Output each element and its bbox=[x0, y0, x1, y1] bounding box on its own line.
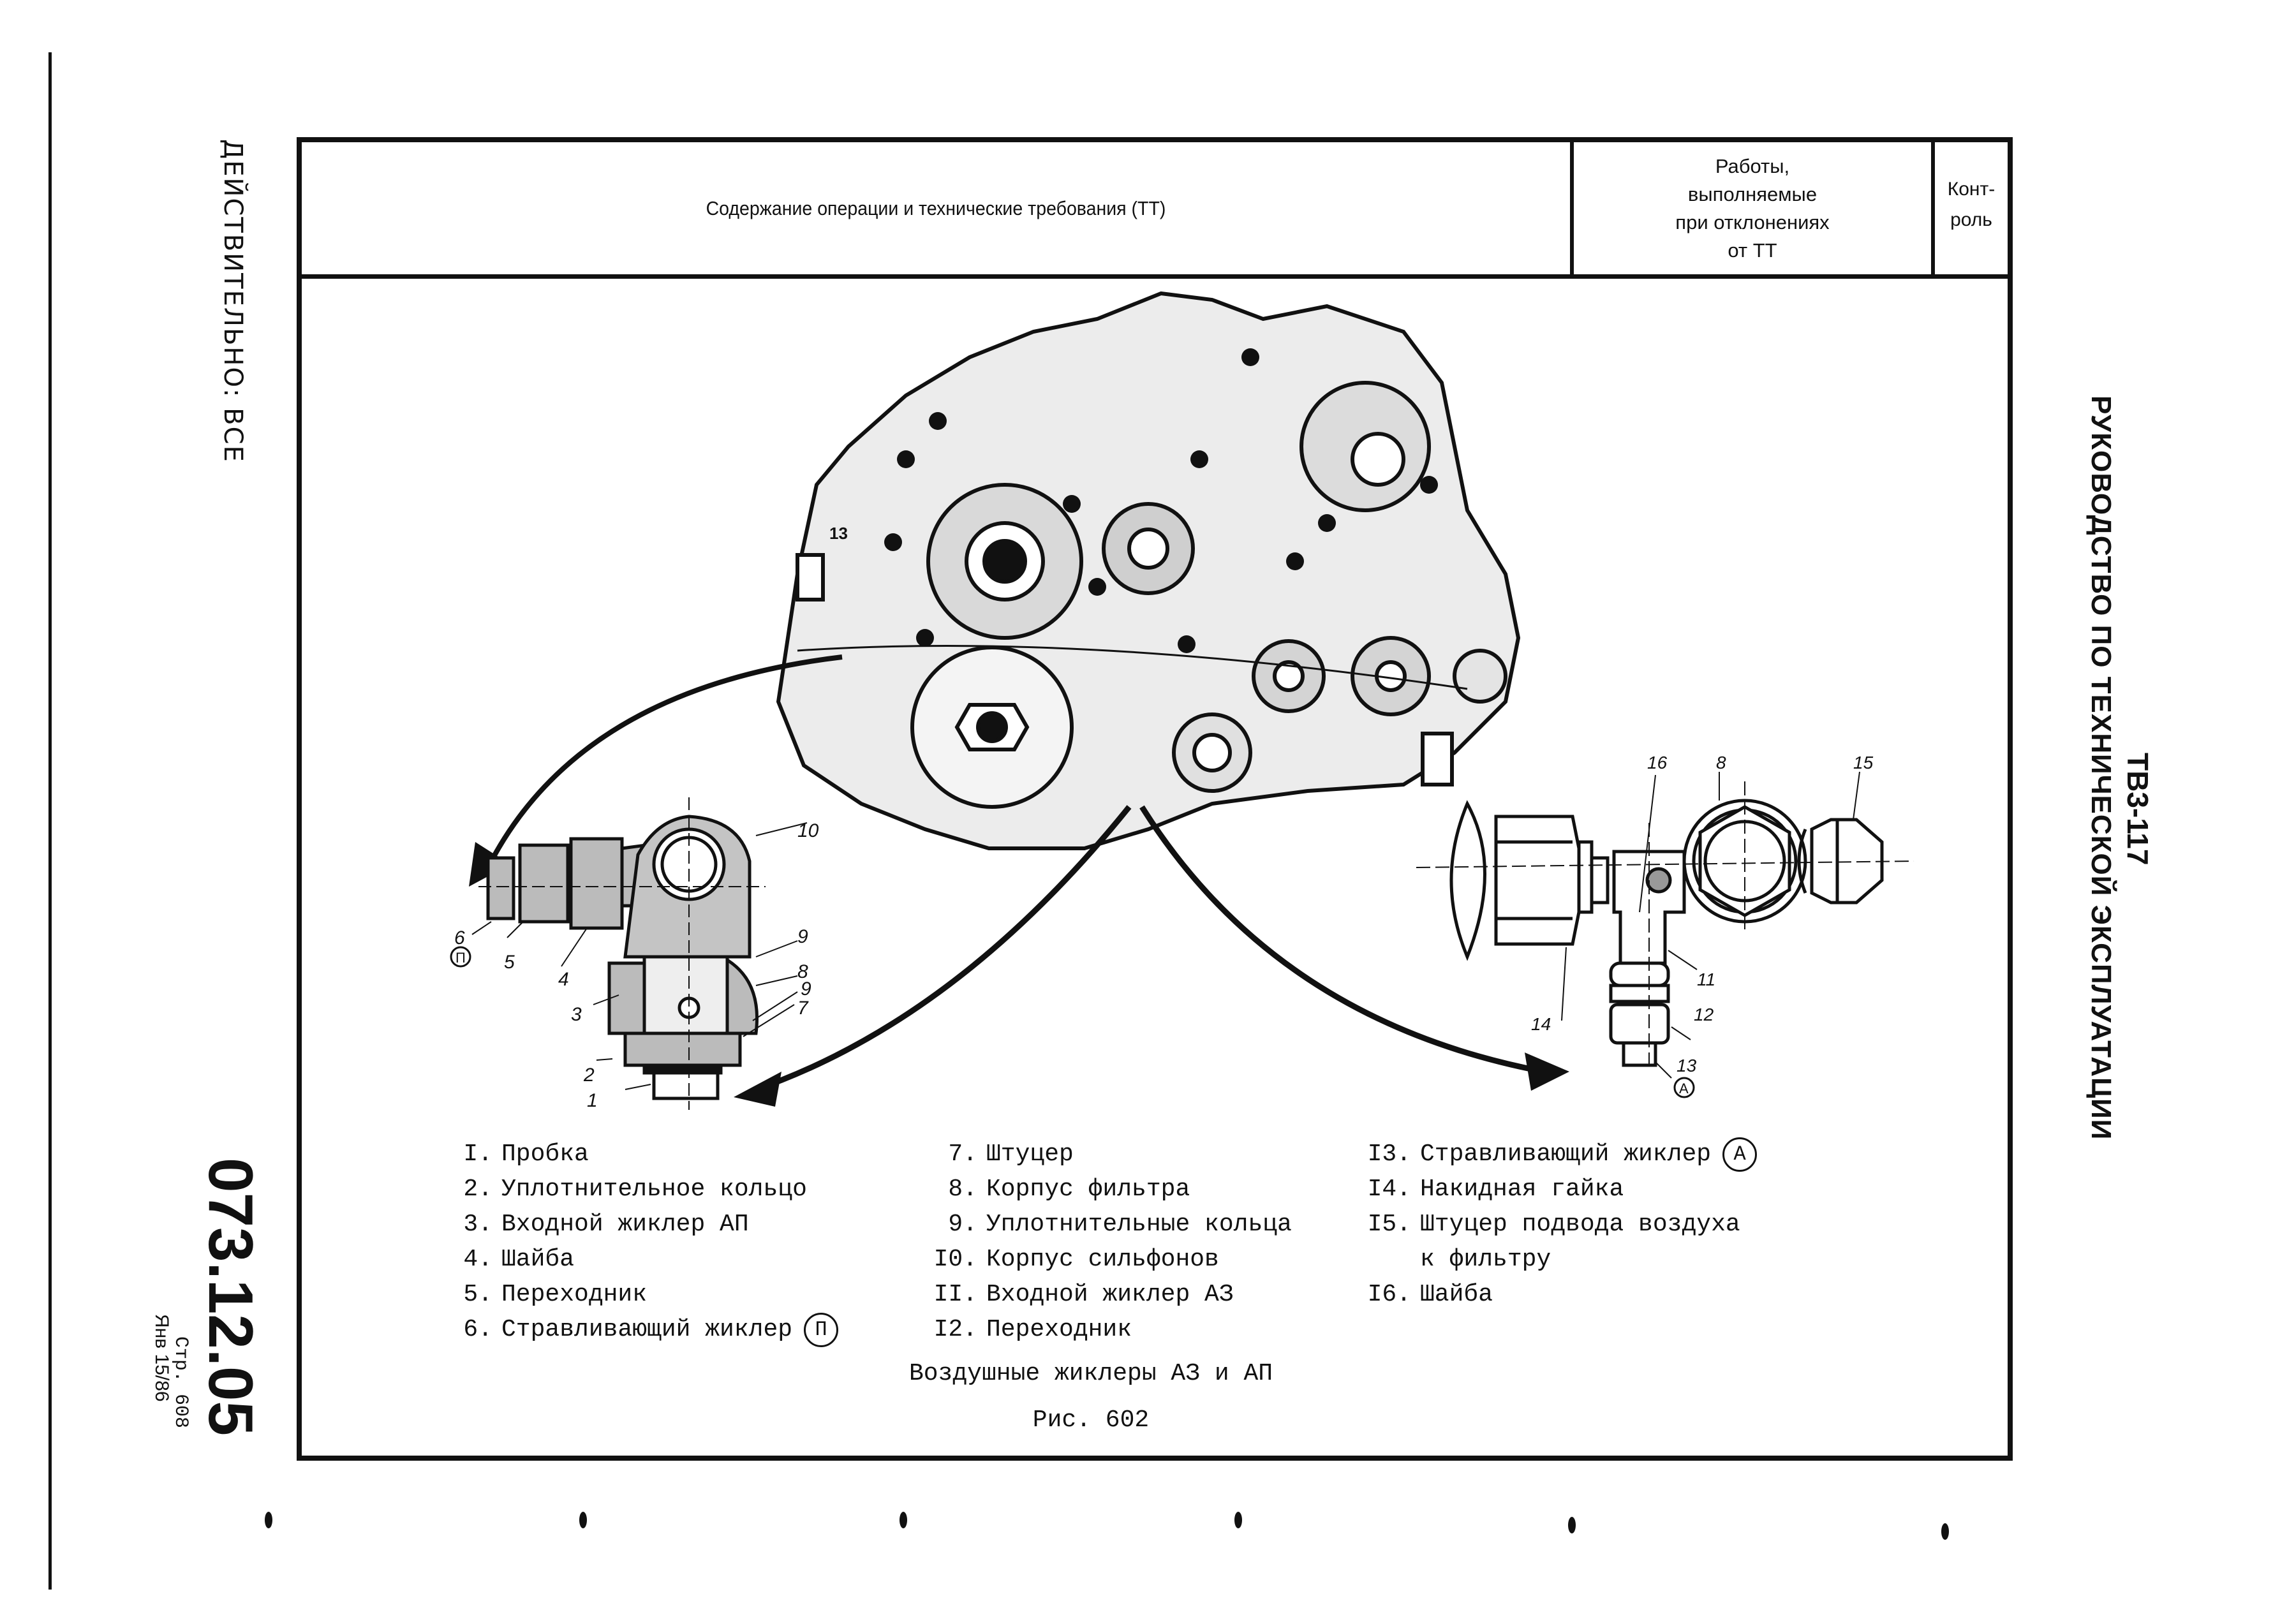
figure-number: Рис. 602 bbox=[1032, 1406, 1150, 1434]
header-control-line: роль bbox=[1950, 209, 1992, 230]
svg-text:П: П bbox=[455, 950, 466, 966]
callout-label: 2 bbox=[583, 1065, 595, 1086]
legend-item: 3.Входной жиклер АП bbox=[463, 1211, 749, 1238]
header-deviations-line: от ТТ bbox=[1728, 239, 1777, 262]
a-marker-icon: А bbox=[1722, 1137, 1758, 1172]
legend-item: II.Входной жиклер АЗ bbox=[933, 1281, 1234, 1308]
callout-label: 14 bbox=[1531, 1014, 1551, 1034]
punch-hole-mark bbox=[1568, 1517, 1576, 1533]
legend-item: I4.Накидная гайка bbox=[1367, 1176, 1624, 1203]
callout-label: 4 bbox=[558, 969, 569, 990]
legend-column-2: 7.Штуцер 8.Корпус фильтра 9.Уплотнительн… bbox=[931, 1137, 1292, 1347]
header-divider bbox=[1570, 137, 1574, 279]
p-marker-icon: П bbox=[450, 946, 471, 968]
callout-label: 13 bbox=[1677, 1056, 1697, 1075]
legend-item: I.Пробка bbox=[463, 1140, 589, 1168]
legend-item: I0.Корпус сильфонов bbox=[933, 1246, 1219, 1273]
callout-label: 8 bbox=[797, 961, 808, 982]
header-control-line: Конт- bbox=[1947, 179, 1995, 200]
header-control-column: Конт- роль bbox=[1935, 142, 2008, 274]
callout-label: 15 bbox=[1853, 753, 1874, 772]
callout-label: 5 bbox=[504, 952, 515, 973]
callout-label: 8 bbox=[1716, 753, 1726, 772]
punch-hole-mark bbox=[1234, 1512, 1242, 1528]
callout-label: 10 bbox=[797, 820, 819, 841]
callout-label: 7 bbox=[797, 998, 809, 1019]
legend-column-1: I.Пробка 2.Уплотнительное кольцо 3.Входн… bbox=[447, 1137, 839, 1347]
punch-hole-mark bbox=[900, 1512, 907, 1528]
header-deviations-column: Работы, выполняемые при отклонениях от Т… bbox=[1574, 142, 1931, 274]
page-frame bbox=[297, 137, 2013, 1461]
pointer-arrow bbox=[734, 805, 1132, 1107]
legend-item: 8.Корпус фильтра bbox=[948, 1176, 1190, 1203]
legend-item: 5.Переходник bbox=[463, 1281, 648, 1308]
jet-az-external-view bbox=[1416, 771, 1914, 1079]
header-deviations-line: Работы, bbox=[1715, 154, 1790, 177]
header-deviations-line: при отклонениях bbox=[1675, 210, 1830, 233]
header-content-column: Содержание операции и технические требов… bbox=[353, 142, 1520, 274]
legend-item-continuation: к фильтру bbox=[1420, 1246, 1551, 1273]
header-divider bbox=[1931, 137, 1935, 279]
callout-label: 11 bbox=[1697, 970, 1715, 989]
legend-item: 4.Шайба bbox=[463, 1246, 575, 1273]
pointer-arrow bbox=[1139, 805, 1569, 1091]
legend-item: 2.Уплотнительное кольцо bbox=[463, 1176, 807, 1203]
punch-hole-mark bbox=[1941, 1523, 1949, 1540]
header-content-label: Содержание операции и технические требов… bbox=[706, 196, 1166, 219]
table-header-row bbox=[297, 137, 2013, 279]
engine-callout-13: 13 bbox=[829, 524, 848, 543]
figure-caption: Воздушные жиклеры АЗ и АП bbox=[908, 1360, 1273, 1387]
binding-line bbox=[48, 52, 52, 1590]
legend-item: I2.Переходник bbox=[933, 1316, 1132, 1343]
callout-label: 3 bbox=[571, 1004, 582, 1025]
header-deviations-line: выполняемые bbox=[1687, 182, 1818, 205]
legend-item: I6.Шайба bbox=[1367, 1281, 1493, 1308]
callout-label: 9 bbox=[797, 926, 808, 947]
legend-item: 9.Уплотнительные кольца bbox=[948, 1211, 1292, 1238]
legend-item: I5.Штуцер подвода воздуха bbox=[1367, 1211, 1740, 1238]
punch-hole-mark bbox=[579, 1512, 587, 1528]
legend-item: 7.Штуцер bbox=[948, 1140, 1074, 1168]
callout-label: 9 bbox=[801, 978, 811, 1000]
jet-ap-section-view bbox=[471, 797, 808, 1110]
callout-label: 12 bbox=[1694, 1005, 1714, 1024]
p-marker-icon: П bbox=[804, 1312, 839, 1347]
svg-text:А: А bbox=[1679, 1081, 1689, 1096]
callout-label: 16 bbox=[1647, 753, 1668, 772]
punch-hole-mark bbox=[265, 1512, 272, 1528]
callout-label: 1 bbox=[587, 1090, 598, 1111]
callout-label: 6 bbox=[454, 927, 465, 949]
engine-assembly-illustration bbox=[776, 291, 1521, 850]
a-marker-icon: А bbox=[1673, 1077, 1695, 1098]
